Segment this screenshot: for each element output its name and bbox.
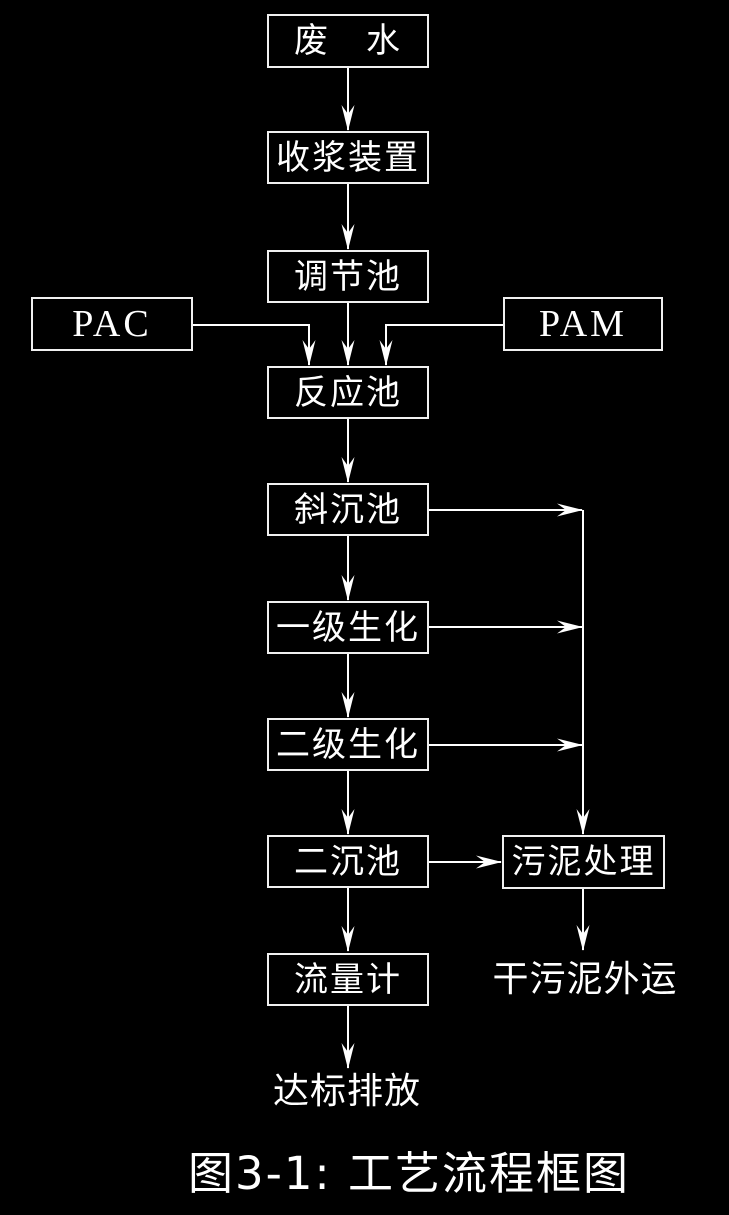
node-inclined-settling-tank-label: 斜沉池 [294, 489, 402, 530]
node-pam: PAM [503, 297, 663, 351]
node-pac: PAC [31, 297, 193, 351]
node-secondary-biochemical-label: 二级生化 [276, 724, 420, 765]
node-reaction-tank: 反应池 [267, 366, 429, 419]
node-primary-biochemical: 一级生化 [267, 601, 429, 654]
node-regulating-tank-label: 调节池 [294, 256, 402, 297]
node-regulating-tank: 调节池 [267, 250, 429, 303]
node-sludge-treatment: 污泥处理 [502, 835, 665, 889]
node-wastewater-label: 废 水 [294, 21, 402, 61]
node-inclined-settling-tank: 斜沉池 [267, 483, 429, 536]
node-sludge-treatment-label: 污泥处理 [511, 842, 656, 882]
node-secondary-settling-tank: 二沉池 [267, 835, 429, 888]
node-slurry-collector: 收浆装置 [267, 131, 429, 184]
node-slurry-collector-label: 收浆装置 [276, 137, 420, 178]
node-secondary-settling-tank-label: 二沉池 [294, 841, 402, 882]
figure-caption: 图3-1: 工艺流程框图 [188, 1147, 630, 1200]
node-secondary-biochemical: 二级生化 [267, 718, 429, 771]
label-dry-sludge-outbound: 干污泥外运 [492, 959, 678, 1000]
arrow-pam-to-reaction [379, 324, 503, 366]
node-flow-meter: 流量计 [267, 953, 429, 1006]
node-primary-biochemical-label: 一级生化 [276, 607, 420, 648]
node-flow-meter-label: 流量计 [294, 959, 402, 1000]
label-standard-discharge: 达标排放 [272, 1071, 422, 1112]
arrow-pac-to-reaction [193, 324, 316, 366]
node-wastewater: 废 水 [267, 14, 429, 68]
node-pam-label: PAM [539, 303, 627, 345]
node-reaction-tank-label: 反应池 [294, 372, 402, 413]
node-pac-label: PAC [72, 303, 152, 345]
